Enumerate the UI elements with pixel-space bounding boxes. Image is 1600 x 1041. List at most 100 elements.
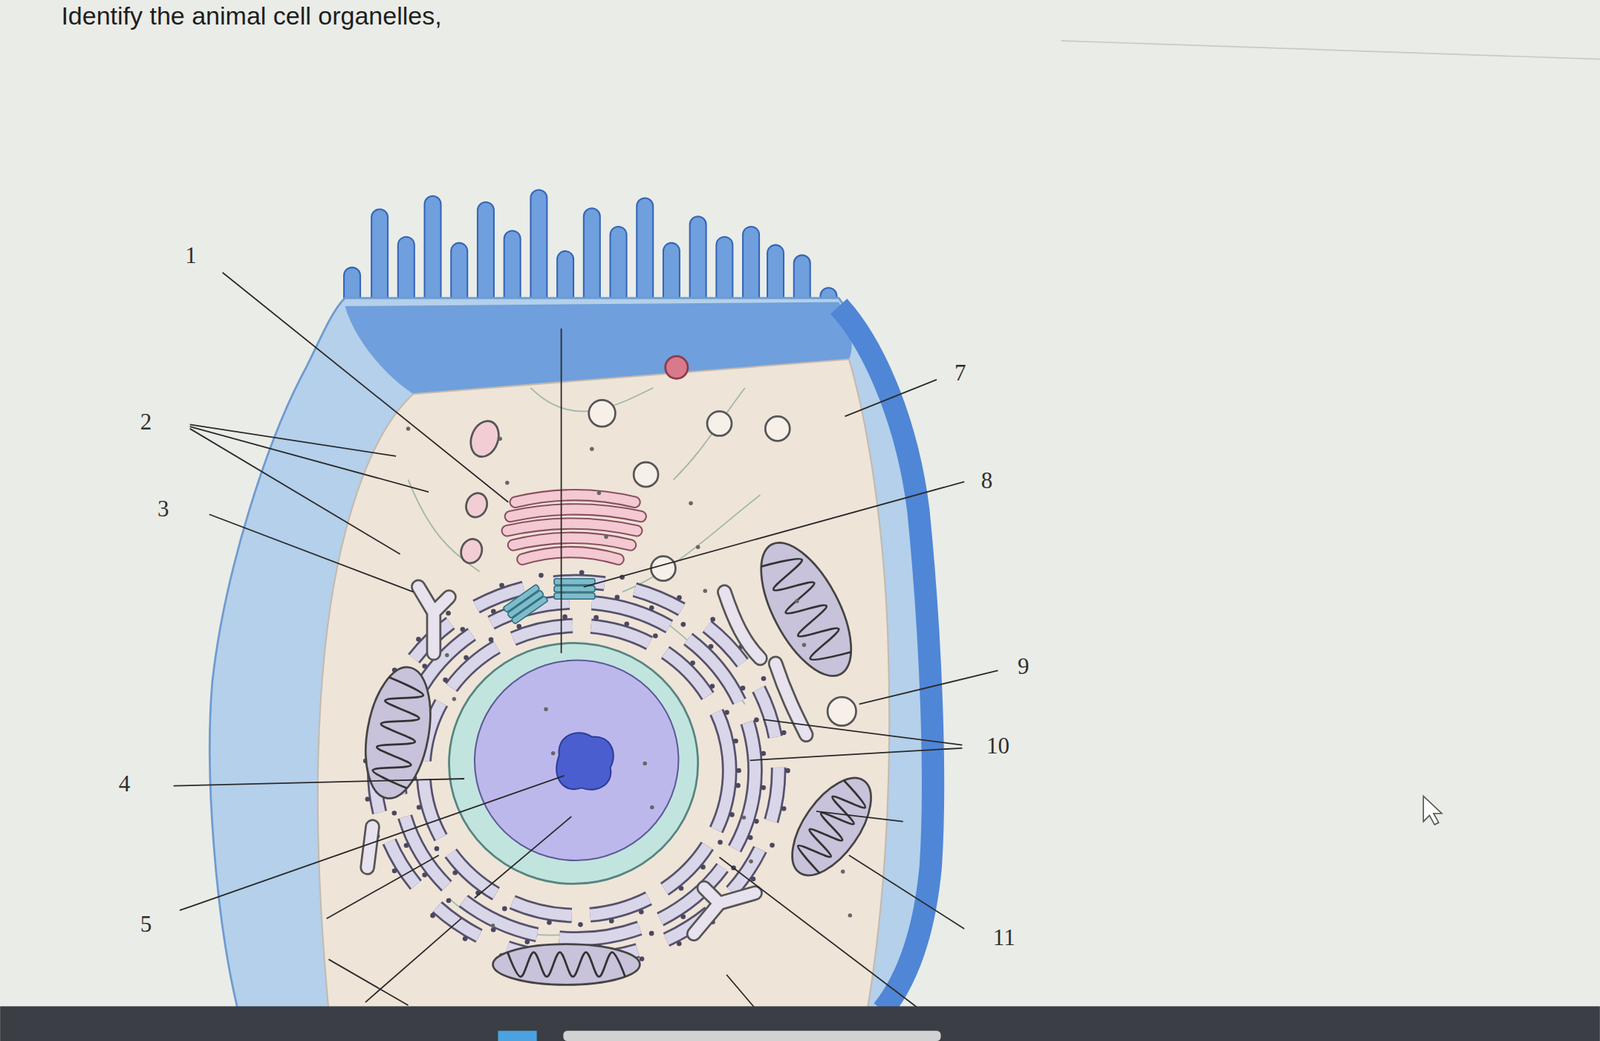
free-ribosome bbox=[603, 534, 608, 539]
vesicle bbox=[465, 416, 503, 461]
free-ribosome bbox=[649, 805, 654, 809]
smooth-er bbox=[418, 586, 449, 653]
ribosome bbox=[538, 572, 544, 578]
leader-line bbox=[726, 974, 755, 1008]
cytoskeleton-fiber bbox=[673, 387, 746, 480]
ribosome bbox=[717, 839, 723, 845]
leader-line bbox=[816, 811, 904, 822]
taskbar-field bbox=[563, 1030, 941, 1041]
taskbar-icon bbox=[497, 1030, 537, 1041]
golgi-cisterna bbox=[510, 508, 642, 517]
ribosome bbox=[434, 846, 440, 852]
vesicle bbox=[457, 536, 486, 567]
ribosome bbox=[609, 918, 615, 924]
vesicle bbox=[707, 411, 732, 437]
plasma-membrane bbox=[209, 297, 934, 1011]
ribosome bbox=[681, 621, 687, 627]
callout-number: 9 bbox=[1017, 653, 1030, 677]
outer-membrane bbox=[776, 764, 887, 888]
leader-line bbox=[173, 778, 465, 786]
leader-line bbox=[719, 857, 919, 1008]
ribosome bbox=[750, 876, 757, 882]
smooth-er-edge bbox=[693, 887, 755, 934]
ribosome bbox=[781, 805, 787, 812]
free-ribosome bbox=[840, 869, 845, 873]
er-cisterna-edge bbox=[374, 581, 779, 959]
ribosome bbox=[579, 569, 585, 575]
leader-line bbox=[209, 514, 414, 592]
ribosome bbox=[421, 663, 428, 669]
cristae bbox=[507, 952, 625, 977]
callout-number: 5 bbox=[140, 912, 153, 936]
centriole bbox=[554, 578, 595, 599]
ribosome bbox=[516, 623, 522, 630]
leader-line bbox=[844, 379, 937, 416]
microtubule-triplet bbox=[554, 585, 595, 592]
ribosome bbox=[404, 842, 410, 848]
ribosome bbox=[415, 636, 422, 642]
ribosome bbox=[392, 868, 398, 874]
ribosome bbox=[676, 941, 682, 947]
free-ribosome bbox=[406, 426, 411, 431]
outer-membrane bbox=[493, 944, 641, 985]
golgi-cisterna bbox=[522, 551, 619, 560]
free-ribosome bbox=[688, 500, 693, 505]
ribosome bbox=[733, 738, 739, 744]
ribosome bbox=[421, 872, 428, 878]
smooth-er-edge bbox=[418, 586, 449, 653]
callout-number: 2 bbox=[140, 410, 153, 434]
free-ribosome bbox=[505, 480, 509, 485]
ribosome bbox=[460, 626, 466, 633]
cytoplasm bbox=[317, 358, 890, 1010]
smooth-er-edge bbox=[367, 826, 373, 868]
free-ribosome bbox=[696, 544, 700, 549]
free-ribosome bbox=[589, 447, 594, 451]
ribosome bbox=[442, 677, 448, 683]
ribosome bbox=[615, 594, 621, 600]
ribosome bbox=[753, 716, 760, 723]
golgi-edge bbox=[507, 523, 637, 532]
leader-line bbox=[849, 854, 965, 929]
ribosome bbox=[623, 620, 630, 627]
smooth-er-edge bbox=[724, 592, 760, 659]
golgi-edge bbox=[515, 494, 636, 503]
leader-line bbox=[365, 918, 462, 1003]
callout-number: 4 bbox=[118, 771, 131, 795]
free-ribosome bbox=[802, 642, 806, 647]
ribosome bbox=[462, 935, 468, 942]
free-ribosome bbox=[452, 696, 457, 701]
ribosome bbox=[416, 804, 422, 810]
golgi-edge bbox=[513, 537, 631, 546]
er-cisterna-edge bbox=[423, 625, 730, 916]
cristae bbox=[370, 677, 426, 789]
ribosome bbox=[392, 810, 398, 816]
ribosome bbox=[639, 955, 645, 962]
ribosome bbox=[760, 785, 766, 791]
leader-line bbox=[190, 424, 396, 457]
leader-line bbox=[474, 816, 572, 899]
ribosome bbox=[490, 927, 497, 933]
leader-line bbox=[179, 775, 565, 910]
ribosome bbox=[761, 675, 767, 682]
ribosome bbox=[700, 864, 706, 870]
callout-number: 3 bbox=[157, 496, 170, 520]
ribosome bbox=[546, 919, 552, 925]
ribosome bbox=[577, 921, 584, 928]
vesicle bbox=[633, 462, 659, 487]
ribosome bbox=[649, 930, 655, 936]
cristae bbox=[761, 548, 852, 671]
leader-line bbox=[222, 272, 509, 503]
vesicle bbox=[589, 399, 616, 427]
leader-line bbox=[328, 958, 408, 1006]
mitochondrion bbox=[356, 661, 440, 803]
free-ribosome bbox=[794, 598, 799, 603]
page-rule bbox=[1061, 40, 1600, 60]
mouse-cursor bbox=[1423, 795, 1442, 824]
ribosome bbox=[430, 912, 436, 919]
ribosome bbox=[524, 938, 530, 945]
outer-membrane bbox=[356, 661, 440, 803]
free-ribosome bbox=[642, 761, 647, 766]
secretory-vesicle bbox=[665, 355, 688, 379]
page-title: Identify the animal cell organelles, bbox=[60, 2, 442, 30]
